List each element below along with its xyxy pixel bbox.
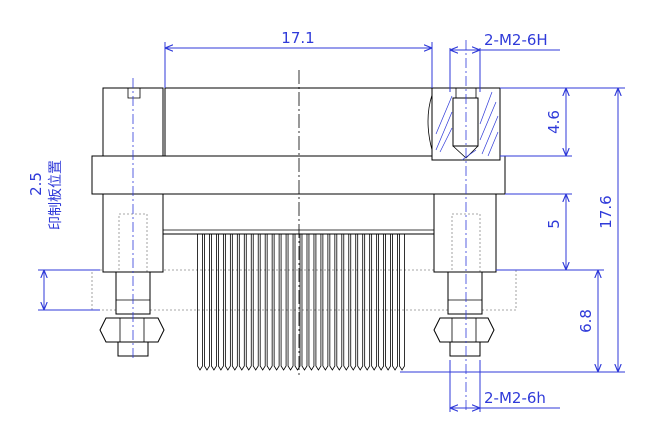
contact-pin: [294, 234, 301, 371]
contact-pin: [371, 234, 378, 371]
contact-pin: [287, 234, 294, 371]
dim-left-value: 2.5: [27, 172, 45, 196]
contact-pin: [364, 234, 371, 371]
right-screw-nut: [433, 271, 495, 357]
dim-thread-bottom: 2-M2-6h: [484, 389, 546, 407]
contact-pin: [322, 234, 329, 371]
left-screw-nut: [99, 271, 165, 357]
contact-pin: [350, 234, 357, 371]
contact-pin: [399, 234, 405, 371]
contact-pins: [197, 234, 405, 371]
dim-right-mid: 5: [545, 219, 563, 229]
contact-pin: [197, 234, 203, 371]
contact-pin: [392, 234, 398, 371]
contact-pin: [204, 234, 210, 371]
contact-pin: [231, 234, 238, 371]
pcb-position-label: 印制板位置: [48, 160, 64, 230]
dim-right-overall: 17.6: [597, 195, 615, 228]
contact-pin: [224, 234, 231, 371]
contact-pin: [211, 234, 217, 371]
contact-pin: [308, 234, 315, 371]
dim-right-small: 4.6: [545, 110, 563, 134]
contact-pin: [266, 234, 273, 371]
extension-lines: [38, 42, 625, 412]
contact-pin: [315, 234, 322, 371]
contact-pin: [378, 234, 385, 371]
contact-pin: [280, 234, 287, 371]
contact-pin: [245, 234, 252, 371]
pcb-outline: [91, 269, 517, 311]
dim-top-width: 17.1: [281, 29, 314, 47]
connector-body: [91, 87, 506, 235]
contact-pin: [252, 234, 259, 371]
contact-pin: [385, 234, 391, 371]
dim-thread-top: 2-M2-6H: [484, 31, 548, 49]
contact-pin: [259, 234, 266, 371]
dimension-lines: [44, 48, 618, 408]
contact-pin: [357, 234, 364, 371]
contact-pin: [217, 234, 224, 371]
dim-right-lower: 6.8: [577, 309, 595, 333]
contact-pin: [329, 234, 336, 371]
contact-pin: [343, 234, 350, 371]
contact-pin: [273, 234, 280, 371]
right-guide-post: [427, 87, 501, 315]
contact-pin: [238, 234, 245, 371]
contact-pin: [301, 234, 308, 371]
contact-pin: [336, 234, 343, 371]
